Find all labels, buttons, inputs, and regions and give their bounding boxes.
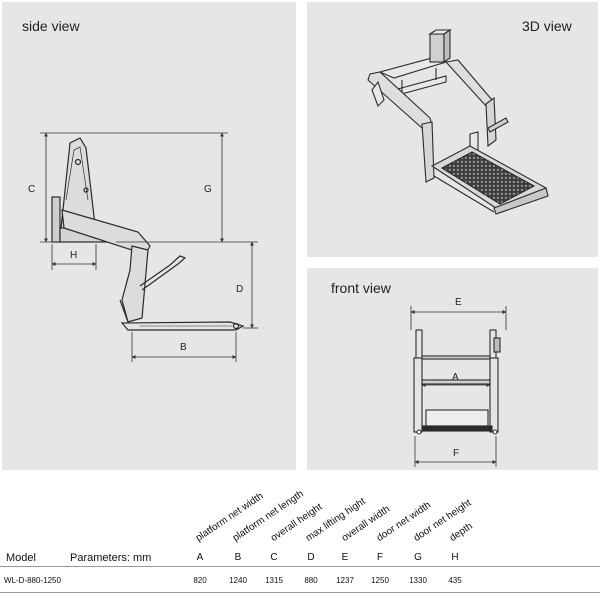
dim-label-e: E bbox=[455, 297, 462, 308]
value-c: 1315 bbox=[265, 576, 283, 585]
value-f: 1250 bbox=[371, 576, 389, 585]
value-e: 1237 bbox=[336, 576, 354, 585]
col-letter-e: E bbox=[341, 552, 349, 563]
col-letter-c: C bbox=[270, 552, 278, 563]
dim-label-b: B bbox=[180, 342, 187, 353]
col-letter-g: G bbox=[414, 552, 422, 563]
col-letter-d: D bbox=[307, 552, 315, 563]
side-view-dimensions bbox=[40, 132, 258, 362]
dim-label-c: C bbox=[28, 184, 35, 195]
params-header: Parameters: mm bbox=[70, 552, 152, 564]
3d-view-drawing bbox=[367, 28, 549, 215]
front-view-dimensions bbox=[410, 306, 507, 467]
value-b: 1240 bbox=[229, 576, 247, 585]
col-letter-a: A bbox=[196, 552, 204, 563]
value-h: 435 bbox=[448, 576, 462, 585]
dim-label-f: F bbox=[453, 448, 459, 459]
value-a: 820 bbox=[193, 576, 207, 585]
table-divider-top bbox=[0, 566, 600, 567]
3d-view-title: 3D view bbox=[522, 18, 572, 34]
value-g: 1330 bbox=[409, 576, 427, 585]
front-view-title: front view bbox=[331, 280, 391, 296]
col-letter-h: H bbox=[451, 552, 459, 563]
col-letter-f: F bbox=[376, 552, 384, 563]
dim-label-g: G bbox=[204, 184, 212, 195]
side-view-panel bbox=[2, 2, 296, 470]
model-name: WL-D-880-1250 bbox=[4, 576, 61, 585]
model-header: Model bbox=[6, 552, 36, 564]
dim-label-h: H bbox=[70, 250, 77, 261]
dim-label-d: D bbox=[236, 284, 243, 295]
value-d: 880 bbox=[304, 576, 318, 585]
table-divider-bottom bbox=[0, 592, 600, 593]
col-letter-b: B bbox=[234, 552, 242, 563]
front-view-panel bbox=[307, 268, 598, 470]
3d-view-panel bbox=[307, 2, 598, 257]
side-view-drawing bbox=[51, 137, 245, 331]
dim-label-a: A bbox=[452, 372, 459, 383]
side-view-title: side view bbox=[22, 18, 80, 34]
